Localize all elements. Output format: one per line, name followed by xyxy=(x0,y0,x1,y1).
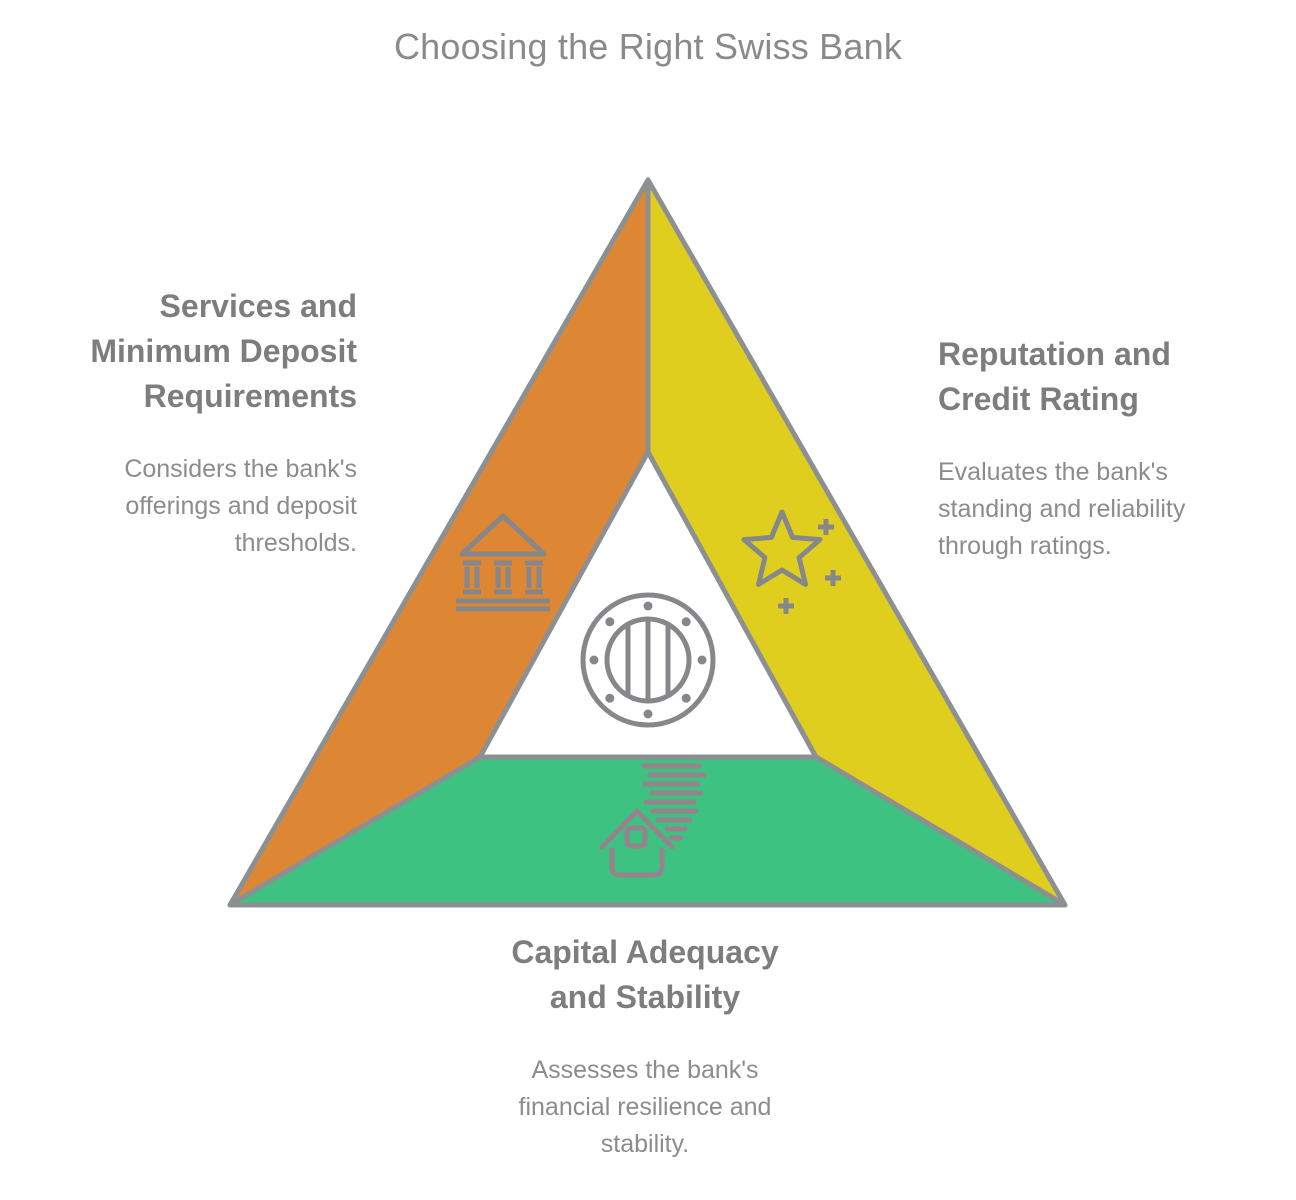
sparkle-plus-icon xyxy=(818,519,834,535)
vault-inner-door xyxy=(604,616,692,704)
section-reputation-heading: Reputation and Credit Rating xyxy=(938,336,1171,417)
section-capital-heading: Capital Adequacy and Stability xyxy=(511,934,779,1015)
vault-bars xyxy=(625,619,671,701)
house-body xyxy=(609,847,665,878)
house-roof xyxy=(599,808,675,850)
section-reputation-text: Reputation and Credit Rating Evaluates t… xyxy=(938,332,1268,565)
section-services-description: Considers the bank's offerings and depos… xyxy=(124,455,357,557)
star-sparkles-icon xyxy=(741,509,841,614)
sparkle-plus-icon xyxy=(825,570,841,586)
bank-building-icon xyxy=(456,513,550,612)
tornado-lines xyxy=(641,763,707,841)
star-icon xyxy=(741,509,823,587)
vault-icon xyxy=(580,592,716,728)
vault-outer-ring xyxy=(580,592,716,728)
band-capital-green xyxy=(227,754,1068,908)
page-title: Choosing the Right Swiss Bank xyxy=(393,26,903,67)
house-tornado-icon xyxy=(599,763,707,878)
house-window xyxy=(624,825,648,849)
section-capital-text: Capital Adequacy and Stability Assesses … xyxy=(445,930,845,1163)
section-capital-description: Assesses the bank's financial resilience… xyxy=(518,1056,772,1158)
sparkle-plus-icon xyxy=(778,598,794,614)
vault-rivets xyxy=(589,601,707,719)
section-reputation-description: Evaluates the bank's standing and reliab… xyxy=(938,458,1186,560)
section-services-heading: Services and Minimum Deposit Requirement… xyxy=(90,288,357,414)
section-services-text: Services and Minimum Deposit Requirement… xyxy=(17,284,357,562)
